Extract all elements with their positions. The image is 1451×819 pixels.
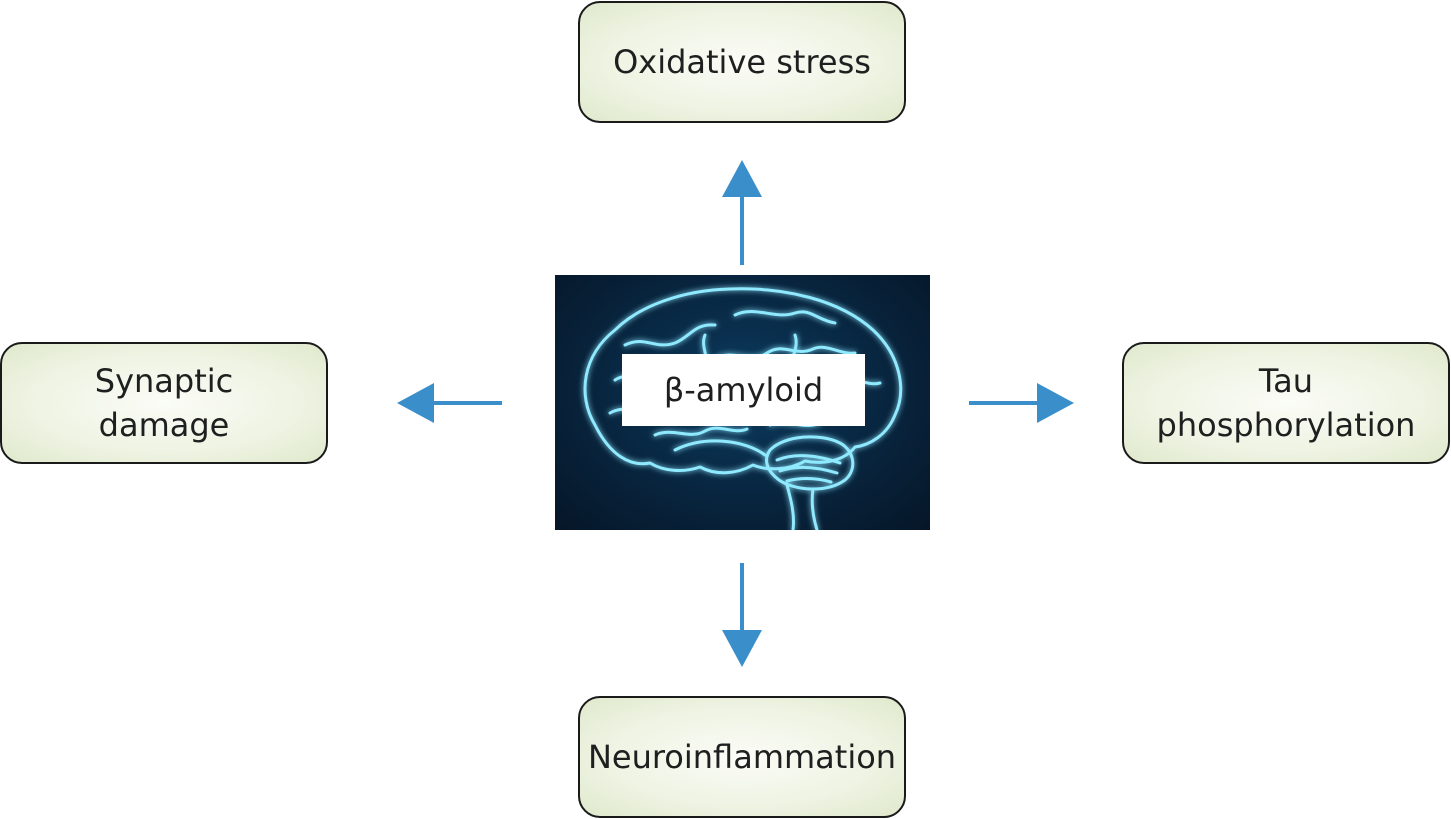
effect-box-tau-phosphorylation: Tau phosphorylation [1122,342,1450,464]
arrow-down-to-neuroinflammation [722,563,762,667]
effect-label-tau-line1: Tau [1258,362,1314,400]
effect-label-tau-line2: phosphorylation [1156,406,1416,444]
effect-label-tau-phosphorylation: Tau phosphorylation [1157,359,1416,447]
arrow-right-to-tau-phosphorylation [969,383,1074,423]
effect-box-oxidative-stress: Oxidative stress [578,1,906,123]
effect-label-synaptic-line2: damage [98,406,230,444]
effect-box-neuroinflammation: Neuroinflammation [578,696,906,818]
arrow-left-to-synaptic-damage [397,383,502,423]
effect-label-synaptic-line1: Synaptic [94,362,234,400]
effect-label-oxidative-stress: Oxidative stress [613,43,871,81]
effect-label-synaptic-damage: Synaptic damage [95,359,233,447]
effect-label-neuroinflammation: Neuroinflammation [587,738,897,776]
effect-box-synaptic-damage: Synaptic damage [0,342,328,464]
center-label-beta-amyloid: β-amyloid [622,354,865,426]
arrow-up-to-oxidative-stress [722,160,762,265]
